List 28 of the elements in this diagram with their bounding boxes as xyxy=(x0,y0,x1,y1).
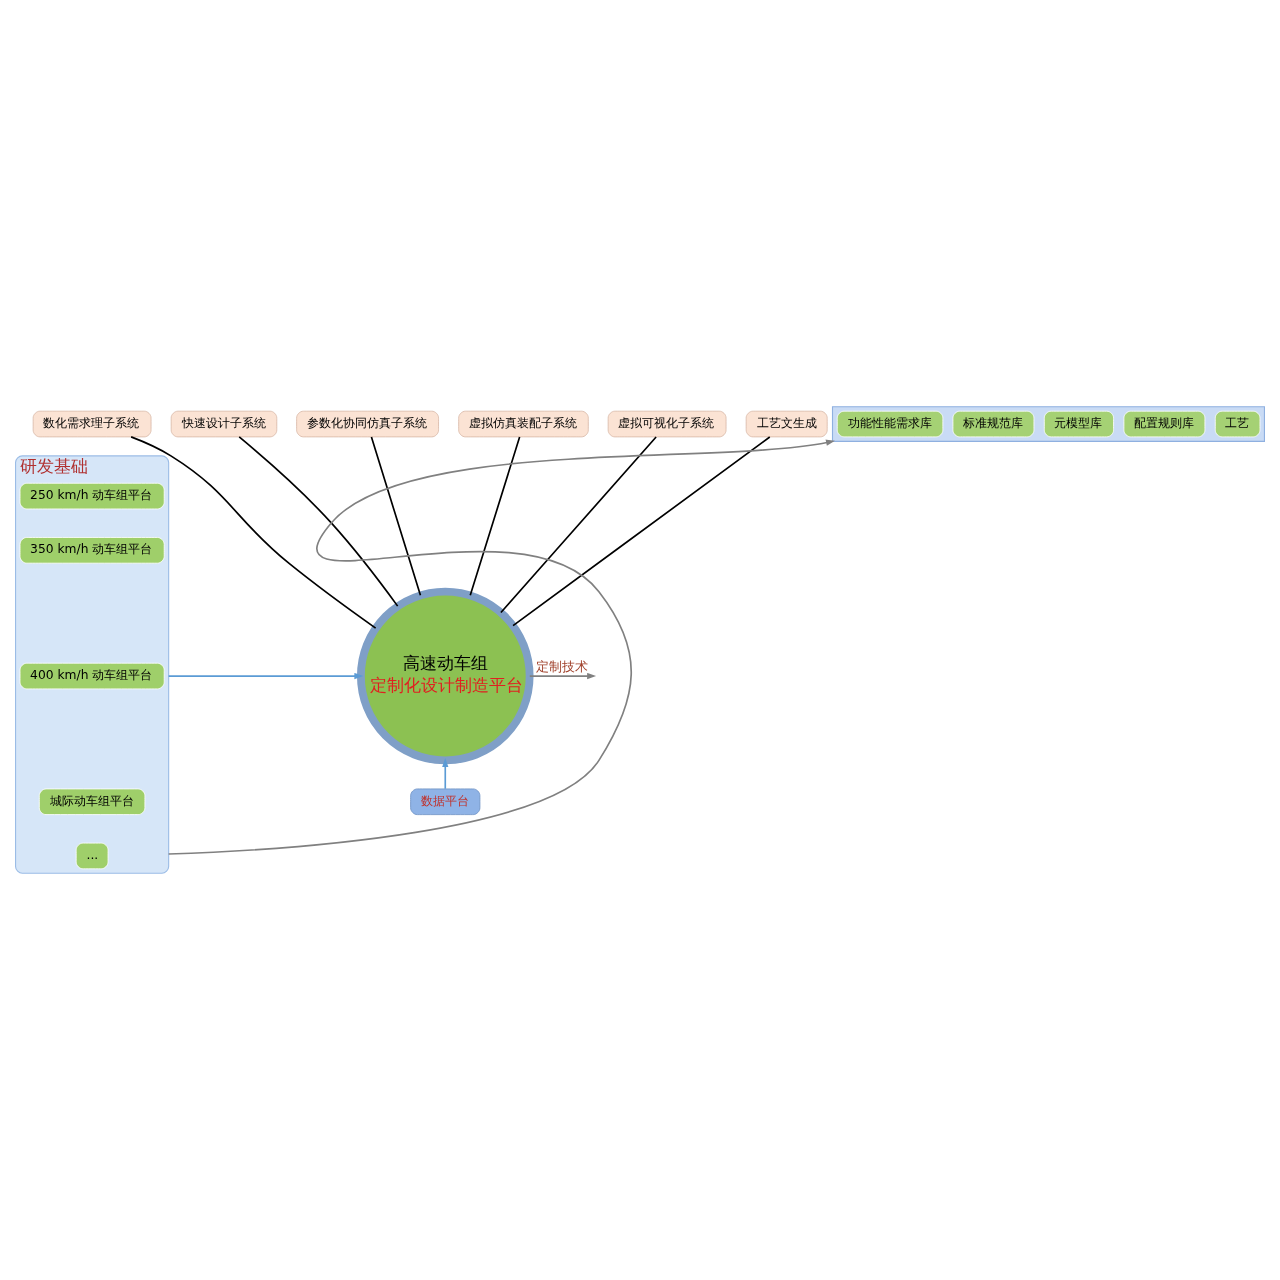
node-box: ... xyxy=(75,842,109,870)
connector xyxy=(469,436,521,597)
connector xyxy=(512,436,771,627)
node-box: 功能性能需求库 xyxy=(836,410,944,438)
node-box: 快速设计子系统 xyxy=(170,410,278,438)
edge-label: 定制技术 xyxy=(535,658,588,674)
arrow xyxy=(442,758,449,790)
node-box: 数化需求理子系统 xyxy=(32,410,152,438)
cluster xyxy=(831,406,1265,442)
node-box: 城际动车组平台 xyxy=(38,788,146,816)
arrow xyxy=(528,672,597,680)
connector xyxy=(500,436,657,614)
node-box: 配置规则库 xyxy=(1123,410,1206,438)
node-box: 虚拟可视化子系统 xyxy=(607,410,727,438)
node-box: 元模型库 xyxy=(1043,410,1114,438)
node-box: 350 km/h 动车组平台 xyxy=(19,537,165,564)
node-box: 工艺 xyxy=(1214,410,1261,438)
node-box: 250 km/h 动车组平台 xyxy=(19,482,165,510)
node-box: 400 km/h 动车组平台 xyxy=(19,662,165,690)
arrow xyxy=(167,672,364,680)
connector xyxy=(238,436,399,607)
node-box: 工艺文生成 xyxy=(745,410,828,438)
node-box: 数据平台 xyxy=(410,788,481,816)
node-box: 虚拟仿真装配子系统 xyxy=(458,410,589,438)
connector xyxy=(370,436,422,597)
node-box: 标准规范库 xyxy=(952,410,1035,438)
arrow xyxy=(167,439,835,855)
node-box: 参数化协同仿真子系统 xyxy=(296,410,439,438)
